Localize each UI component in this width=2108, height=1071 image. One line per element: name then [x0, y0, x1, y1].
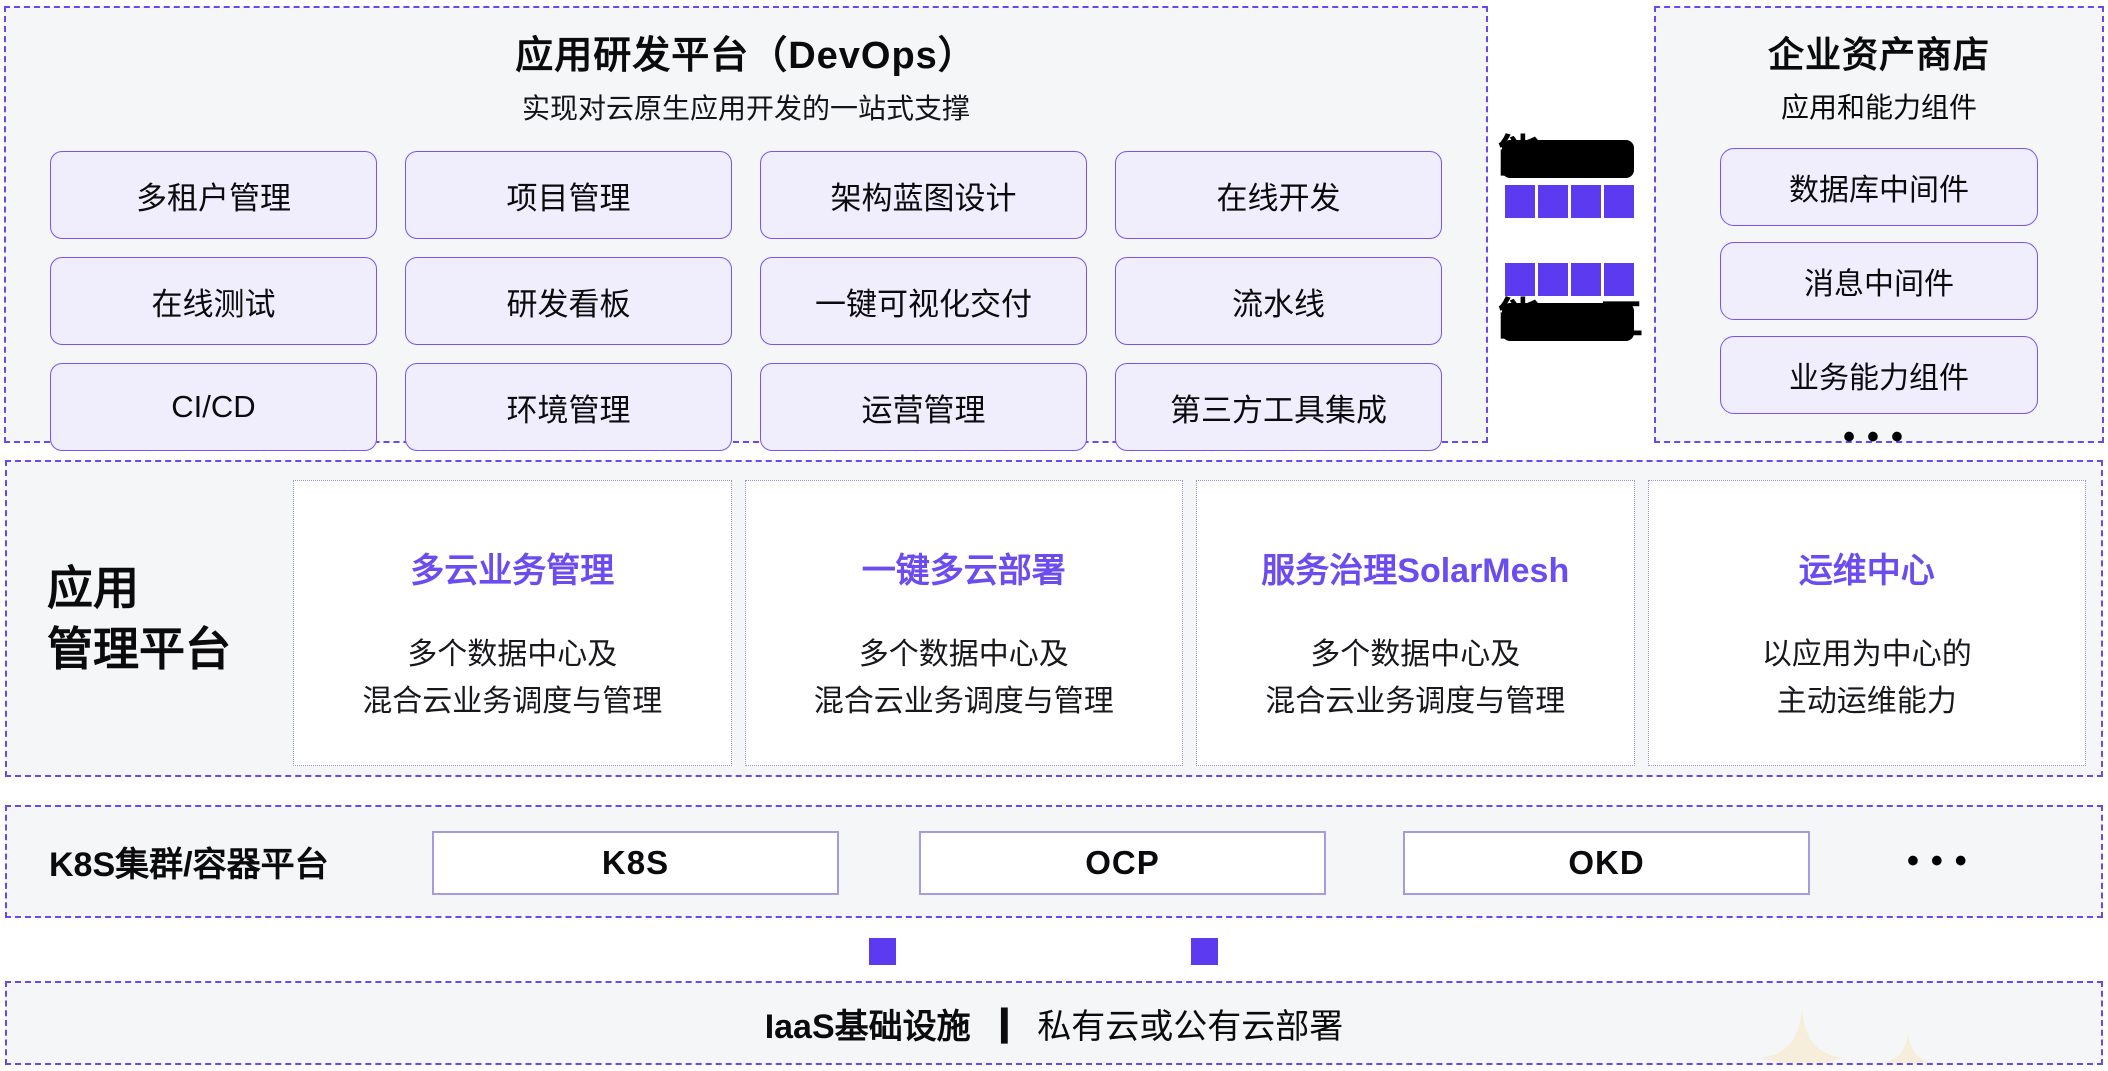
- card-multicloud-business: 多云业务管理 多个数据中心及 混合云业务调度与管理: [293, 480, 732, 766]
- k8s-panel-label: K8S集群/容器平台: [49, 846, 329, 884]
- feature-box-dev-kanban: 研发看板: [405, 257, 732, 345]
- card-title: 运维中心: [1798, 552, 1935, 590]
- purple-square: [1604, 185, 1634, 218]
- more-dots: •••: [1843, 418, 1915, 456]
- sparkle-icon: [1760, 1010, 1844, 1063]
- feature-box-online-dev: 在线开发: [1115, 151, 1442, 239]
- purple-square: [1571, 185, 1601, 218]
- card-body: 多个数据中心及 混合云业务调度与管理: [362, 638, 663, 718]
- asset-store-subtitle: 应用和能力组件: [1780, 92, 1977, 123]
- more-dots: •••: [1907, 842, 1979, 880]
- feature-box-3rd-party-tools: 第三方工具集成: [1115, 363, 1442, 451]
- card-one-click-deploy: 一键多云部署 多个数据中心及 混合云业务调度与管理: [744, 480, 1183, 766]
- k8s-platform-panel: K8S集群/容器平台 K8S OCP OKD •••: [5, 805, 2103, 918]
- purple-square: [1571, 263, 1601, 296]
- okd-box: OKD: [1403, 831, 1810, 895]
- card-title: 一键多云部署: [861, 552, 1066, 590]
- card-body: 多个数据中心及 混合云业务调度与管理: [1265, 638, 1566, 718]
- capability-bar-top: 能: [1497, 135, 1634, 179]
- app-mgmt-label: 应用 管理平台: [47, 462, 231, 775]
- purple-square: [1538, 263, 1568, 296]
- partial-char-left: 能: [1497, 295, 1541, 344]
- connector-squares-row-2: [1505, 263, 1634, 296]
- purple-square: [1191, 938, 1218, 965]
- feature-box-project-mgmt: 项目管理: [405, 151, 732, 239]
- devops-platform-panel: 应用研发平台（DevOps） 实现对云原生应用开发的一站式支撑 多租户管理 项目…: [4, 6, 1488, 451]
- feature-box-pipeline: 流水线: [1115, 257, 1442, 345]
- devops-feature-grid: 多租户管理 项目管理 架构蓝图设计 在线开发 在线测试 研发看板 一键可视化交付…: [50, 151, 1442, 451]
- asset-box-message-middleware: 消息中间件: [1720, 242, 2038, 320]
- card-ops-center: 运维中心 以应用为中心的 主动运维能力: [1647, 480, 2086, 766]
- app-mgmt-label-line2: 管理平台: [47, 622, 231, 675]
- card-body: 多个数据中心及 混合云业务调度与管理: [813, 638, 1114, 718]
- purple-square: [869, 938, 896, 965]
- partial-char-right: 工: [1599, 295, 1643, 344]
- feature-box-one-click-delivery: 一键可视化交付: [760, 257, 1087, 345]
- purple-square: [1505, 263, 1535, 296]
- app-mgmt-card-row: 多云业务管理 多个数据中心及 混合云业务调度与管理 一键多云部署 多个数据中心及…: [293, 480, 2086, 766]
- feature-box-ops-mgmt: 运营管理: [760, 363, 1087, 451]
- k8s-box: K8S: [432, 831, 839, 895]
- app-mgmt-label-line1: 应用: [47, 561, 139, 614]
- feature-box-multitenant: 多租户管理: [50, 151, 377, 239]
- card-title: 多云业务管理: [410, 552, 615, 590]
- iaas-separator: |: [996, 1001, 1012, 1044]
- ocp-box: OCP: [919, 831, 1326, 895]
- app-mgmt-panel: 应用 管理平台 多云业务管理 多个数据中心及 混合云业务调度与管理 一键多云部署…: [5, 460, 2103, 777]
- asset-box-business-capability: 业务能力组件: [1720, 336, 2038, 414]
- connector-squares-row-1: [1505, 185, 1634, 218]
- card-title: 服务治理SolarMesh: [1261, 552, 1570, 590]
- asset-box-database-middleware: 数据库中间件: [1720, 148, 2038, 226]
- card-body: 以应用为中心的 主动运维能力: [1761, 638, 1972, 718]
- purple-square: [1505, 185, 1535, 218]
- partial-char-left: 能: [1497, 132, 1541, 181]
- devops-title: 应用研发平台（DevOps）: [515, 35, 977, 77]
- feature-box-cicd: CI/CD: [50, 363, 377, 451]
- capability-bar-bottom: 能 工: [1497, 298, 1643, 342]
- feature-box-online-test: 在线测试: [50, 257, 377, 345]
- purple-square: [1538, 185, 1568, 218]
- feature-box-env-mgmt: 环境管理: [405, 363, 732, 451]
- iaas-content: IaaS基础设施 | 私有云或公有云部署: [7, 983, 2101, 1063]
- feature-box-blueprint-design: 架构蓝图设计: [760, 151, 1087, 239]
- iaas-panel: IaaS基础设施 | 私有云或公有云部署: [5, 981, 2103, 1065]
- iaas-description: 私有云或公有云部署: [1037, 1007, 1344, 1046]
- capability-connector: 能 能 工: [1488, 6, 1654, 443]
- purple-square: [1604, 263, 1634, 296]
- iaas-label: IaaS基础设施: [764, 1007, 971, 1046]
- asset-store-list: 数据库中间件 消息中间件 业务能力组件: [1720, 148, 2038, 414]
- asset-store-title: 企业资产商店: [1767, 34, 1990, 75]
- sparkle-icon: [1880, 1032, 1936, 1063]
- asset-store-panel: 企业资产商店 应用和能力组件 数据库中间件 消息中间件 业务能力组件 •••: [1654, 6, 2104, 456]
- card-service-governance-solarmesh: 服务治理SolarMesh 多个数据中心及 混合云业务调度与管理: [1196, 480, 1635, 766]
- devops-subtitle: 实现对云原生应用开发的一站式支撑: [521, 93, 970, 124]
